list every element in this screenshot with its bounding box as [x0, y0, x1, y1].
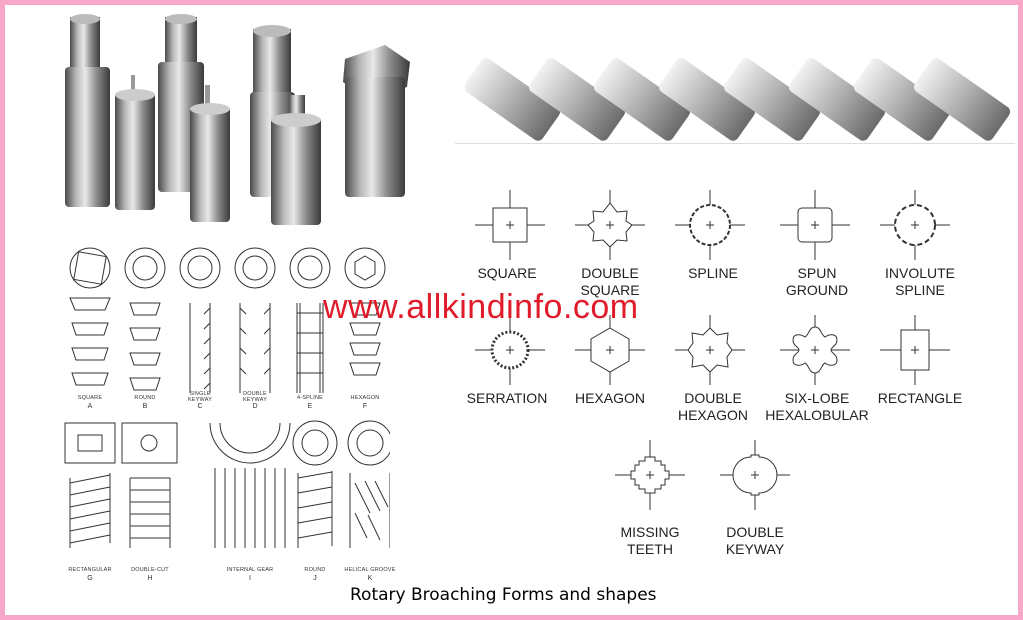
sketch-k-label: HELICAL GROOVE: [344, 567, 396, 573]
sketch-d-letter: D: [252, 403, 258, 410]
sketch-b: [124, 247, 166, 391]
sketch-e-letter: E: [307, 403, 313, 410]
tool-photo-6: [271, 95, 321, 225]
double-square-shape: [575, 190, 645, 260]
sketch-h: [121, 422, 178, 548]
serration-shape: [475, 315, 545, 385]
broach-row-photo: [465, 58, 1010, 141]
sketch-i-label: INTERNAL GEAR: [226, 567, 274, 573]
sketch-e-label: 4-SPLINE: [296, 395, 324, 401]
sketch-j-letter: J: [313, 575, 317, 582]
divider: [455, 143, 1015, 144]
tool-photo-7: [343, 45, 410, 197]
sketch-i: [209, 422, 291, 548]
sketch-c-letter: C: [197, 403, 203, 410]
six-lobe-shape: [780, 315, 850, 385]
involute-spline-shape: [880, 190, 950, 260]
sketch-g-label: RECTANGULAR: [68, 567, 112, 573]
sketch-k-letter: K: [367, 575, 373, 582]
sketch-h-label: DOUBLE-CUT: [131, 567, 169, 573]
figure-frame: SQUARE A ROUND B SINGLE KEYWAY C DOUBLE …: [5, 5, 1018, 615]
broach-sketches: [64, 247, 390, 548]
spun-ground-shape: [780, 190, 850, 260]
label-spline: SPLINE: [688, 265, 738, 281]
sketch-j: [292, 420, 338, 548]
sketch-c: [179, 247, 221, 393]
sketch-g-letter: G: [87, 575, 93, 582]
sketch-d: [234, 247, 276, 393]
sketch-f: [344, 247, 386, 376]
sketch-a: [69, 247, 111, 386]
sketch-g: [64, 422, 116, 548]
broach-tools-photo: [65, 14, 410, 225]
sketch-h-letter: H: [147, 575, 153, 582]
sketch-a-letter: A: [87, 403, 93, 410]
sketch-j-label: ROUND: [304, 567, 326, 573]
sketch-k: [347, 420, 390, 548]
sketch-c-label: SINGLE KEYWAY: [187, 391, 213, 403]
tool-photo-4: [190, 85, 230, 222]
tool-photo-2: [115, 75, 155, 210]
hexagon-shape: [575, 315, 645, 385]
sketch-a-label: SQUARE: [77, 395, 103, 401]
sketch-b-letter: B: [142, 403, 148, 410]
label-hexagon: HEXAGON: [574, 390, 645, 406]
sketch-e: [289, 247, 331, 393]
missing-teeth-shape: [615, 440, 685, 510]
sketch-i-letter: I: [249, 575, 251, 582]
sketch-f-label: HEXAGON: [350, 395, 380, 401]
watermark: www.allkindinfo.com: [323, 288, 639, 326]
label-rectangle: RECTANGLE: [877, 390, 963, 406]
tool-photo-1: [65, 14, 110, 207]
sketch-f-letter: F: [362, 403, 368, 410]
square-shape: [475, 190, 545, 260]
rectangle-shape: [880, 315, 950, 385]
double-hexagon-shape: [675, 315, 745, 385]
double-keyway-shape: [720, 440, 790, 510]
spline-shape: [675, 190, 745, 260]
label-serration: SERRATION: [466, 390, 548, 406]
label-square: SQUARE: [477, 265, 537, 281]
sketch-d-label: DOUBLE KEYWAY: [242, 391, 268, 403]
shape-diagrams: [475, 190, 950, 510]
sketch-b-label: ROUND: [134, 395, 156, 401]
caption: Rotary Broaching Forms and shapes: [350, 585, 657, 605]
